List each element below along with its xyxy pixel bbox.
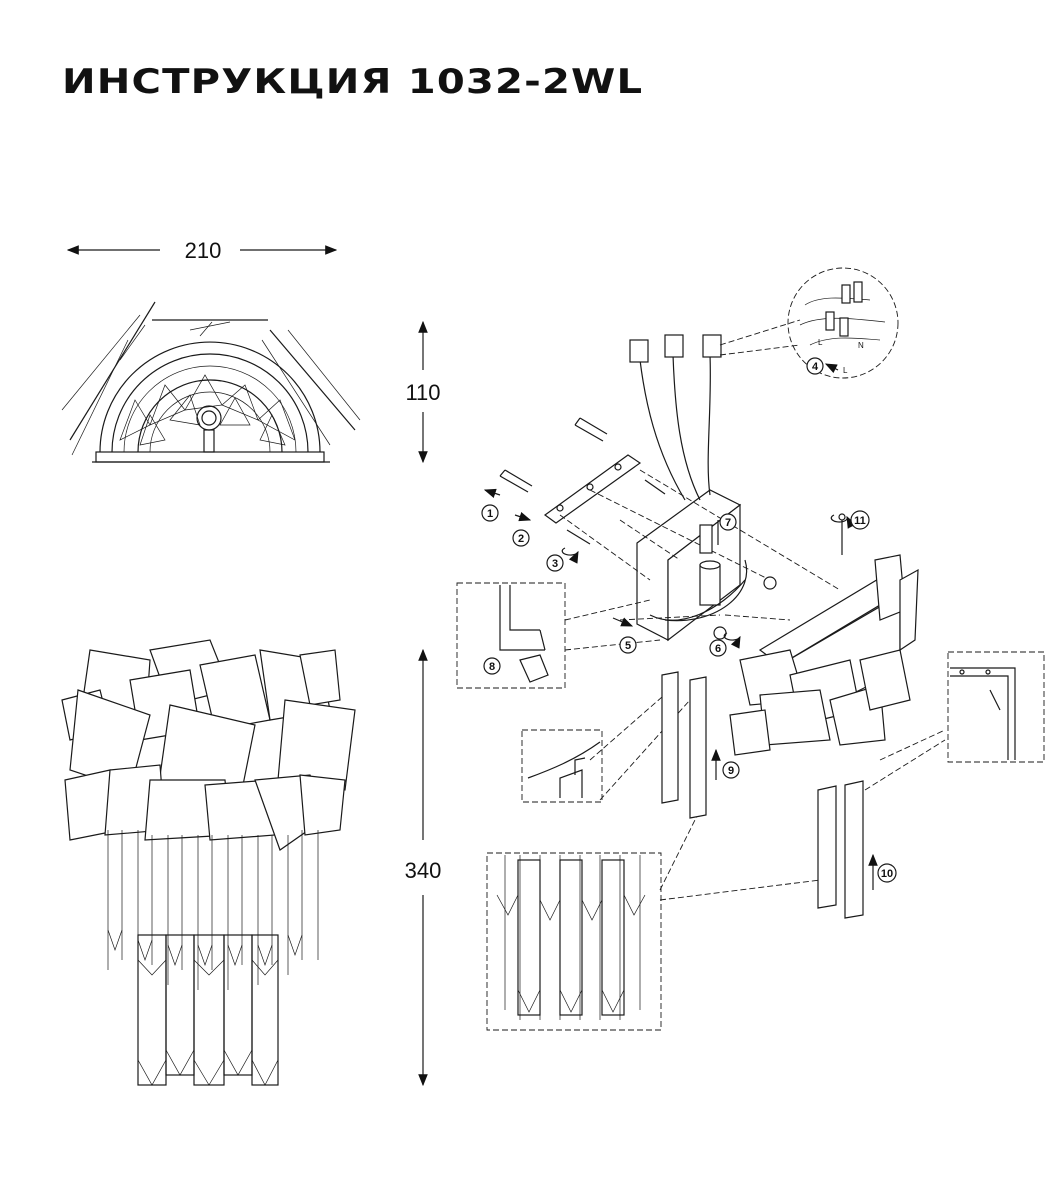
live-wire-label: L — [843, 366, 848, 375]
step-4-label: 4 — [812, 361, 819, 373]
detail-box-bracket — [947, 651, 1045, 763]
step-6-label: 6 — [715, 643, 721, 655]
step-2-marker: 2 — [512, 529, 530, 547]
step-8-marker: 8 — [483, 657, 501, 675]
detail-box-8 — [456, 582, 566, 689]
height-label: 340 — [405, 858, 442, 883]
front-view — [61, 639, 356, 1086]
neutral-terminal-label: N — [858, 341, 864, 350]
step-9-marker: 9 — [722, 761, 740, 779]
detail-box-hook — [521, 729, 603, 803]
step-11-marker: 11 — [850, 510, 870, 530]
width-label: 210 — [185, 238, 222, 263]
step-11-label: 11 — [854, 515, 866, 527]
step-6-marker: 6 — [709, 639, 727, 657]
step-1-marker: 1 — [481, 504, 499, 522]
step-8-label: 8 — [489, 661, 495, 673]
step-5-label: 5 — [625, 640, 631, 652]
step-3-label: 3 — [552, 558, 558, 570]
step-2-label: 2 — [518, 533, 524, 545]
depth-label: 110 — [405, 380, 440, 405]
step-10-label: 10 — [881, 868, 893, 880]
step-9-label: 9 — [728, 765, 734, 777]
step-3-marker: 3 — [546, 554, 564, 572]
exploded-assembly — [483, 319, 946, 919]
step-5-marker: 5 — [619, 636, 637, 654]
width-dimension: 210 — [66, 238, 338, 263]
live-terminal-label: L — [818, 338, 823, 347]
step-markers: 1 2 3 4 5 6 7 8 9 10 11 — [481, 357, 897, 883]
step-7-marker: 7 — [719, 513, 737, 531]
step-7-label: 7 — [725, 517, 731, 529]
height-dimension: 340 — [405, 648, 442, 1087]
depth-dimension: 110 — [405, 320, 441, 464]
top-view — [61, 301, 361, 463]
wiring-detail: L N L — [787, 267, 899, 379]
detail-box-rods — [486, 852, 662, 1031]
instruction-title: ИНСТРУКЦИЯ 1032-2WL — [62, 62, 644, 102]
step-10-marker: 10 — [877, 863, 897, 883]
step-1-label: 1 — [487, 508, 493, 520]
step-4-marker: 4 — [806, 357, 824, 375]
